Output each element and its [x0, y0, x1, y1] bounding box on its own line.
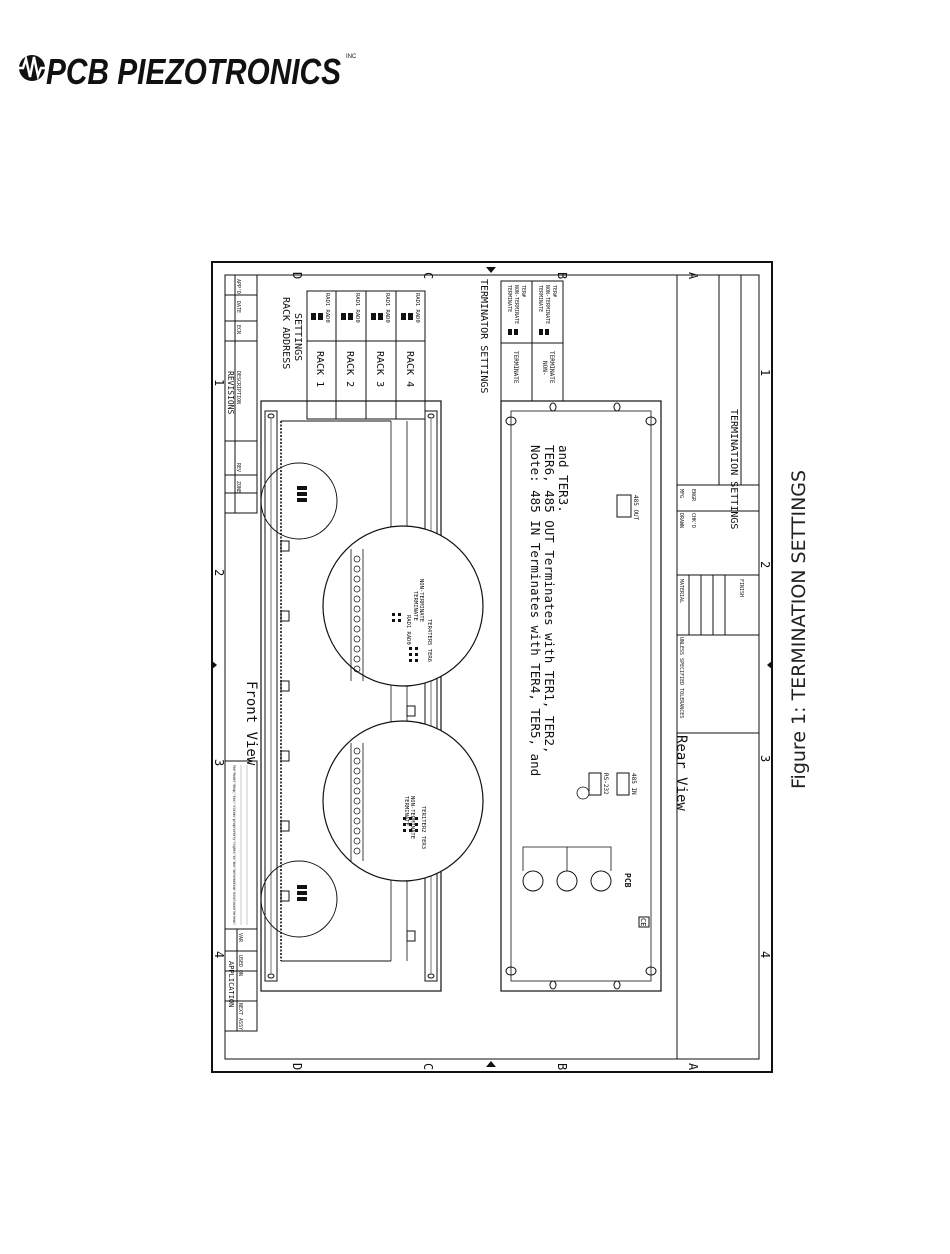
- note-line-1: Note: 485 IN Terminates with TER4, TER5,…: [528, 445, 543, 776]
- detail2-non-terminate: NON-TERMINATE: [418, 579, 424, 622]
- figure-caption-text: Figure 1: TERMINATION SETTINGS: [788, 470, 810, 789]
- arrow-marker-icon: [486, 1061, 496, 1067]
- rack-address-settings: RACK ADDRESS SETTINGS RACK 1 RACK 2 RACK…: [280, 290, 426, 420]
- rack-4-label: RACK 4: [404, 351, 415, 387]
- term-opt-ter-tag: TER#: [520, 285, 526, 297]
- application-title: APPLICATION: [227, 961, 235, 1007]
- rack-3-label: RACK 3: [374, 351, 385, 387]
- logo-inc: INC: [346, 54, 357, 60]
- note-line-2: TER6, 485 OUT Terminates with TER1, TER2…: [542, 445, 557, 754]
- arrow-marker-icon: [211, 660, 217, 670]
- terminator-settings: TERMINATOR SETTINGS TERMINATE NON- TERMI…: [478, 279, 564, 402]
- rev-header-appd: APP'D: [235, 279, 241, 294]
- grid-number-2-left: 2: [212, 569, 226, 576]
- rack-address-title-2: SETTINGS: [292, 313, 303, 361]
- rev-header-description: DESCRIPTION: [235, 371, 241, 404]
- grid-letter-a-top: A: [686, 272, 700, 280]
- title-block-title: TERMINATION SETTINGS: [728, 409, 739, 529]
- front-view-detail-small: [297, 486, 307, 901]
- grid-letter-c-bottom: C: [421, 1063, 435, 1070]
- grid-number-1-right: 1: [758, 369, 772, 376]
- terminator-settings-title: TERMINATOR SETTINGS: [478, 279, 489, 393]
- arrow-marker-icon: [486, 267, 496, 273]
- revisions-title: REVISIONS: [226, 371, 235, 415]
- app-header-used-on: USED ON: [237, 955, 243, 976]
- arrow-marker-icon: [767, 660, 773, 670]
- tb-tolerances: UNLESS SPECIFIED TOLERANCES: [678, 637, 684, 718]
- tb-finish: FINISH: [738, 579, 744, 597]
- note-line-3: and TER3.: [556, 445, 571, 513]
- rack-address-title-1: RACK ADDRESS: [280, 297, 291, 369]
- rear-view-text: Note: 485 IN Terminates with TER4, TER5,…: [528, 445, 689, 928]
- term-opt2-ter-tag: TER#: [551, 285, 557, 297]
- grid-letter-d-bottom: D: [290, 1063, 304, 1070]
- grid-letter-b-bottom: B: [555, 1063, 569, 1070]
- pcb-small-label: PCB: [623, 873, 632, 888]
- logo-mark-icon: [16, 54, 48, 81]
- title-block: TERMINATION SETTINGS DRAWN CHK'D MFG ENG…: [676, 274, 760, 1060]
- terminator-row2-label-2: TERMINATE: [548, 351, 555, 384]
- grid-letter-c-top: C: [421, 272, 435, 279]
- detail2-terminate: TERMINATE: [412, 591, 418, 621]
- term-opt2-terminate: TERMINATE: [537, 285, 543, 312]
- pcb-piezotronics-logo: PCB PIEZOTRONICS INC: [16, 51, 357, 92]
- revisions-block: REVISIONS APP'D DATE ECN DESCRIPTION REV…: [224, 274, 258, 514]
- grid-letter-b-top: B: [555, 272, 569, 279]
- rack-2-label: RACK 2: [344, 351, 355, 387]
- front-view: [260, 400, 442, 992]
- grid-number-4-left: 4: [212, 951, 226, 958]
- rack-1-label: RACK 1: [314, 351, 325, 387]
- detail1-ters: TER1TER2 TER3: [420, 806, 426, 849]
- front-view-label: Front View: [243, 681, 259, 766]
- grid-letter-d-top: D: [290, 272, 304, 279]
- grid-number-1-left: 1: [212, 379, 226, 386]
- 485-in-label: 485 IN: [630, 773, 637, 795]
- tb-engr: ENGR: [690, 489, 696, 502]
- rack-4-jumpers: RAD1 RAD0: [414, 293, 420, 323]
- figure-caption: Figure 1: TERMINATION SETTINGS: [788, 470, 810, 789]
- terminator-row1-label: TERMINATE: [512, 351, 519, 384]
- rack-1-jumpers: RAD1 RAD0: [324, 293, 330, 323]
- detail2-rad: RAD1 RAD0: [405, 615, 411, 645]
- app-header-var: VAR: [237, 933, 243, 943]
- grid-number-3-right: 3: [758, 755, 772, 762]
- terminator-row2-label-1: NON-: [541, 361, 548, 375]
- app-header-next-assy: NEXT ASSY: [237, 1003, 243, 1030]
- rev-header-ecn: ECN: [235, 325, 241, 334]
- term-opt2-non-terminate: NON-TERMINATE: [544, 285, 550, 324]
- detail1-non-terminate: NON-TERMINATE: [409, 796, 415, 839]
- rev-header-date: DATE: [235, 301, 241, 313]
- detail-circle-2: RAD1 RAD0 TERMINATE NON-TERMINATE TER4TE…: [322, 525, 484, 687]
- rear-view: [500, 400, 662, 992]
- proprietary-notice: The Model Shop, Inc. claims proprietary …: [224, 760, 258, 930]
- rs232-label: RS-232: [602, 773, 609, 795]
- detail2-ters: TER4TER5 TER6: [426, 619, 432, 662]
- detail1-terminate: TERMINATE: [403, 796, 409, 826]
- grid-number-4-right: 4: [758, 951, 772, 958]
- tb-material: MATERIAL: [678, 579, 684, 603]
- rack-3-jumpers: RAD1 RAD0: [384, 293, 390, 323]
- rear-view-label: Rear View: [673, 735, 689, 811]
- logo-wordmark: PCB PIEZOTRONICS: [46, 51, 341, 92]
- tb-chkd: CHK'D: [690, 513, 696, 528]
- detail-circle-1: TERMINATE NON-TERMINATE TER1TER2 TER3: [322, 720, 484, 882]
- tb-drawn: DRAWN: [678, 513, 684, 528]
- rev-header-zone: ZONE: [235, 481, 241, 493]
- term-opt-non-terminate: NON-TERMINATE: [513, 285, 519, 324]
- term-opt-terminate: TERMINATE: [506, 285, 512, 312]
- grid-number-3-left: 3: [212, 759, 226, 766]
- rev-header-rev: REV: [235, 463, 241, 472]
- notice-text: The Model Shop, Inc. claims proprietary …: [232, 765, 236, 925]
- tb-mfg: MFG: [678, 489, 684, 498]
- application-block: APPLICATION VAR USED ON NEXT ASSY: [224, 928, 258, 1032]
- grid-number-2-right: 2: [758, 561, 772, 568]
- rack-2-jumpers: RAD1 RAD0: [354, 293, 360, 323]
- grid-letter-a-bottom: A: [686, 1063, 700, 1071]
- 485-out-label: 485 OUT: [632, 495, 639, 521]
- ce-mark: CE: [639, 918, 647, 926]
- technical-drawing: D C B A D C B A 1 2 3 4 1 2 3 4 REVISION…: [211, 261, 773, 1073]
